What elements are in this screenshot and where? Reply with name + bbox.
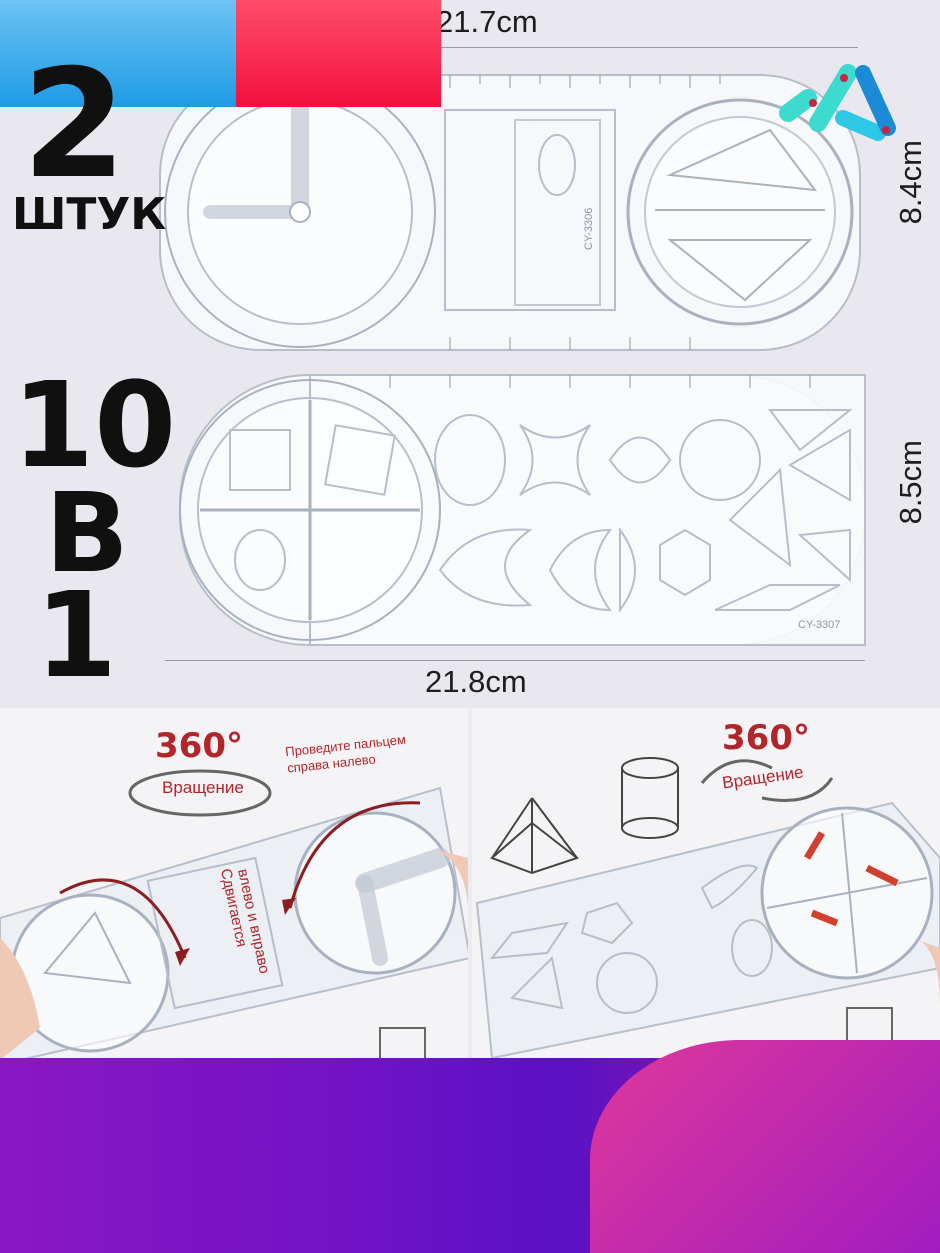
rotation-photo-right: 360° Вращение xyxy=(472,708,940,1060)
right-rotation-degree: 360° xyxy=(722,718,810,758)
rotation-photo-left: 360° Вращение Проведите пальцем справа н… xyxy=(0,708,468,1060)
left-rotation-label: Вращение xyxy=(162,778,244,797)
top-width-line xyxy=(438,47,858,48)
left-rotation-degree: 360° xyxy=(155,726,243,766)
bottom-model-label: CY-3307 xyxy=(798,619,841,631)
bottom-width-label: 21.8cm xyxy=(425,664,527,699)
badge-ten: 10 xyxy=(12,356,177,494)
top-ruler-illustration xyxy=(159,74,861,351)
bottom-width-line xyxy=(165,660,865,661)
pink-wave-shape xyxy=(590,1040,940,1253)
bottom-height-label: 8.5cm xyxy=(893,440,928,525)
badge-unit: ШТУК xyxy=(12,189,167,240)
red-color-tab xyxy=(236,0,441,107)
top-model-label: CY-3306 xyxy=(583,207,595,250)
badge-count: 2 xyxy=(22,38,127,212)
badge-in: В xyxy=(45,469,129,597)
blue-color-tab xyxy=(0,0,236,107)
badge-one: 1 xyxy=(35,566,118,704)
brand-logo-icon xyxy=(779,64,896,141)
bottom-ruler-illustration xyxy=(179,374,866,646)
top-width-label: 21.7cm xyxy=(436,4,538,39)
